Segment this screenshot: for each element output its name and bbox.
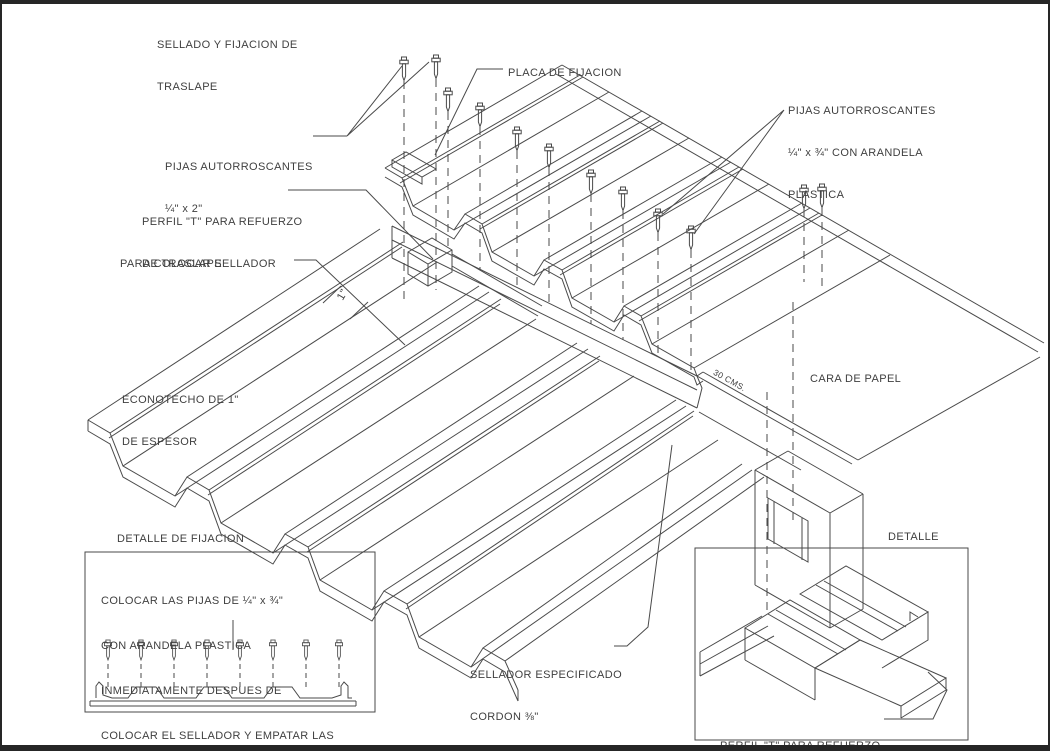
detail-fijacion-title: DETALLE DE FIJACION (117, 533, 245, 545)
detail-perfil-title: DETALLE (888, 531, 939, 543)
label-econotecho: ECONOTECHO DE 1" DE ESPESOR (122, 394, 239, 448)
detail-fijacion-box (84, 551, 376, 713)
label-cara-de-papel: CARA DE PAPEL (810, 373, 902, 385)
label-placa-de-fijacion: PLACA DE FIJACION (508, 67, 622, 79)
upper-sheet (384, 64, 1045, 465)
drawing-title: SELLADO Y FIJACION DE TRASLAPE (157, 39, 298, 93)
label-sellador-especificado: SELLADOR ESPECIFICADO CORDON ⅜" (470, 669, 623, 723)
leader-lines (288, 61, 785, 647)
purlin (754, 450, 864, 629)
label-pijas-autorroscantes-right: PIJAS AUTORROSCANTES ¼" x ¾" CON ARANDEL… (788, 105, 936, 201)
label-perfil-t: PERFIL "T" PARA REFUERZO DE TRASLAPE (142, 216, 303, 270)
isometric-roof-detail-drawing (84, 54, 1045, 741)
detail-perfil-label: PERFIL "T" PARA REFUERZO DE TRASLAPE (720, 740, 881, 751)
lower-sheet (87, 228, 765, 702)
overlap-band (391, 225, 802, 471)
fixing-plate (390, 151, 438, 185)
label-pijas-autorroscantes-left: PIJAS AUTORROSCANTES ¼" x 2" (165, 161, 313, 215)
detail-perfil-box (694, 547, 969, 741)
fastener-alignment-dashes (403, 79, 823, 615)
detail-fijacion-note: COLOCAR LAS PIJAS DE ¼" x ¾" CON ARANDEL… (101, 595, 335, 742)
t-profile (407, 237, 543, 317)
label-para-colocar-sellador: PARA COLOCAR SELLADOR (120, 258, 277, 270)
